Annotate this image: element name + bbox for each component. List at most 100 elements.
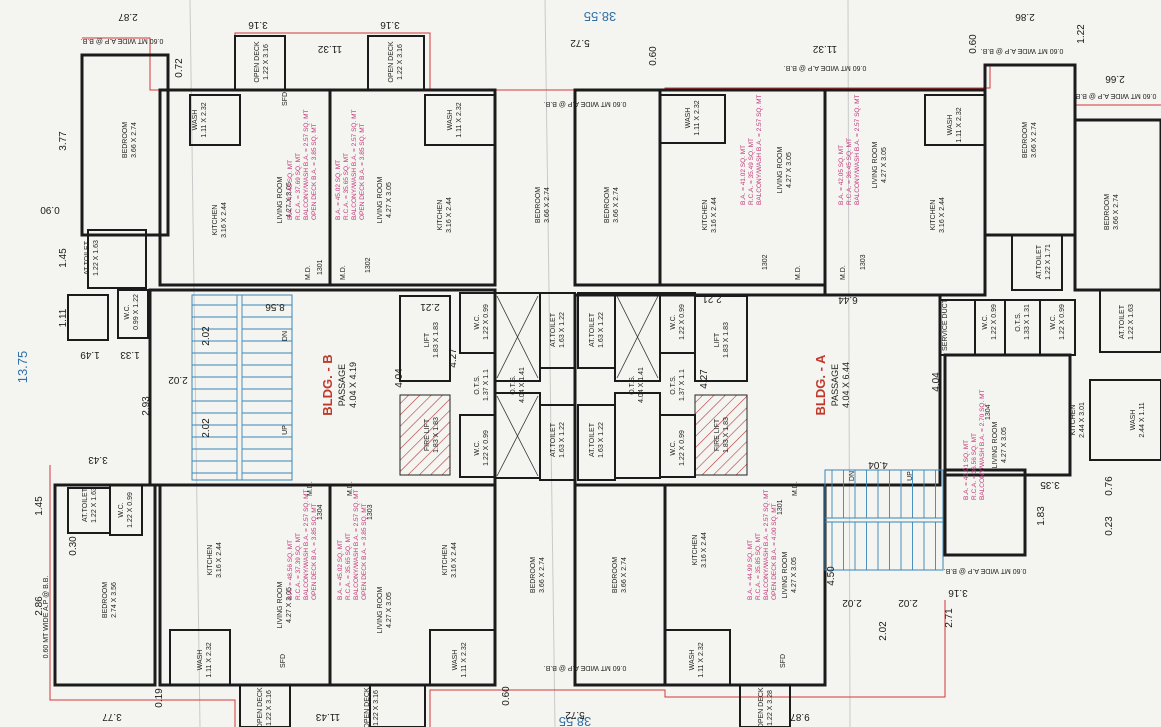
svg-text:1.22 X 3.16: 1.22 X 3.16 xyxy=(266,690,273,726)
svg-text:0.60 MT WIDE A.P @ B.B.: 0.60 MT WIDE A.P @ B.B. xyxy=(544,664,627,671)
svg-text:1304: 1304 xyxy=(985,404,992,420)
svg-text:R.C.A. = 35.85 SQ. MT: R.C.A. = 35.85 SQ. MT xyxy=(755,533,762,600)
svg-text:0.19: 0.19 xyxy=(154,688,165,708)
svg-text:WASH: WASH xyxy=(685,108,692,129)
svg-text:LIVING ROOM: LIVING ROOM xyxy=(872,142,879,189)
svg-text:1.22 X 0.99: 1.22 X 0.99 xyxy=(991,304,998,340)
svg-text:4.27 X 3.05: 4.27 X 3.05 xyxy=(286,182,293,218)
svg-text:WASH: WASH xyxy=(447,110,454,131)
svg-text:KITCHEN: KITCHEN xyxy=(437,200,444,231)
overall-width-bottom: 38.55 xyxy=(559,714,592,727)
svg-text:W.C.: W.C. xyxy=(474,440,481,455)
svg-text:2.21: 2.21 xyxy=(702,293,722,304)
svg-text:B.A. = 42.91 SQ. MT: B.A. = 42.91 SQ. MT xyxy=(963,440,970,500)
svg-text:WASH: WASH xyxy=(947,115,954,136)
svg-text:0.60: 0.60 xyxy=(501,686,512,706)
svg-text:0.60 MT WIDE A.P @ B.B.: 0.60 MT WIDE A.P @ B.B. xyxy=(981,47,1064,54)
svg-text:KITCHEN: KITCHEN xyxy=(212,205,219,236)
svg-text:BALCONY/WASH B.A. = 2.57 SQ. M: BALCONY/WASH B.A. = 2.57 SQ. MT xyxy=(303,109,310,220)
svg-text:M.D.: M.D. xyxy=(840,265,847,280)
svg-text:BEDROOM: BEDROOM xyxy=(604,187,611,223)
svg-text:4.04 X 6.44: 4.04 X 6.44 xyxy=(841,362,851,408)
svg-text:3.66 X 2.74: 3.66 X 2.74 xyxy=(613,187,620,223)
svg-text:AT.TOILET: AT.TOILET xyxy=(84,240,91,275)
svg-text:3.16: 3.16 xyxy=(948,587,968,598)
svg-text:R.C.A. = 35.49 SQ. MT: R.C.A. = 35.49 SQ. MT xyxy=(748,138,755,205)
svg-text:R.C.A. = 35.65 SQ. MT: R.C.A. = 35.65 SQ. MT xyxy=(343,153,350,220)
svg-text:1.83 X 1.83: 1.83 X 1.83 xyxy=(723,417,730,453)
svg-text:11.43: 11.43 xyxy=(315,711,340,722)
svg-text:4.27 X 3.05: 4.27 X 3.05 xyxy=(386,592,393,628)
svg-text:W.C.: W.C. xyxy=(124,304,131,319)
svg-text:3.16 X 2.44: 3.16 X 2.44 xyxy=(216,542,223,578)
svg-text:W.C.: W.C. xyxy=(118,502,125,517)
svg-text:1304: 1304 xyxy=(317,504,324,520)
svg-text:4.04 X 4.19: 4.04 X 4.19 xyxy=(348,362,358,408)
svg-text:AT.TOILET: AT.TOILET xyxy=(82,487,89,522)
svg-text:O.T.S.: O.T.S. xyxy=(670,375,677,395)
svg-text:0.60 MT WIDE A.P @ B.B.: 0.60 MT WIDE A.P @ B.B. xyxy=(1074,92,1157,99)
svg-text:1.22 X 0.99: 1.22 X 0.99 xyxy=(1059,304,1066,340)
svg-text:3.16 X 2.44: 3.16 X 2.44 xyxy=(221,202,228,238)
svg-text:2.86: 2.86 xyxy=(1015,11,1035,22)
svg-text:BEDROOM: BEDROOM xyxy=(535,187,542,223)
svg-text:1.11 X 2.32: 1.11 X 2.32 xyxy=(206,642,213,677)
svg-text:AT.TOILET: AT.TOILET xyxy=(589,312,596,347)
svg-text:1.11 X 2.32: 1.11 X 2.32 xyxy=(456,102,463,137)
svg-text:1.83 X 1.83: 1.83 X 1.83 xyxy=(433,322,440,358)
svg-text:8.56: 8.56 xyxy=(265,301,285,312)
svg-text:B.A. = 42.05 SQ. MT: B.A. = 42.05 SQ. MT xyxy=(838,145,845,205)
svg-text:1.45: 1.45 xyxy=(58,248,69,268)
svg-text:B.A. = 41.02 SQ. MT: B.A. = 41.02 SQ. MT xyxy=(740,145,747,205)
svg-text:AT.TOILET: AT.TOILET xyxy=(550,422,557,457)
svg-text:1.22 X 0.99: 1.22 X 0.99 xyxy=(127,492,134,528)
svg-text:2.87: 2.87 xyxy=(118,11,138,22)
svg-text:2.02: 2.02 xyxy=(168,374,188,385)
svg-text:0.60 MT WIDE A.P @ B.B.: 0.60 MT WIDE A.P @ B.B. xyxy=(544,100,627,107)
svg-text:3.77: 3.77 xyxy=(102,711,122,722)
svg-text:4.27 X 3.05: 4.27 X 3.05 xyxy=(1001,427,1008,463)
svg-text:1.22 X 1.63: 1.22 X 1.63 xyxy=(91,487,98,523)
svg-text:PASSAGE: PASSAGE xyxy=(337,364,347,406)
svg-text:BEDROOM: BEDROOM xyxy=(122,122,129,158)
svg-text:0.23: 0.23 xyxy=(1104,516,1115,536)
svg-text:0.60 MT WIDE A.P @ B.B.: 0.60 MT WIDE A.P @ B.B. xyxy=(944,567,1027,574)
svg-text:4.04 X 1.41: 4.04 X 1.41 xyxy=(519,367,526,403)
building-a-walls xyxy=(573,63,1161,727)
bldg-b-label: BLDG. - B PASSAGE 4.04 X 4.19 xyxy=(320,354,358,415)
svg-text:2.93: 2.93 xyxy=(141,396,152,416)
svg-text:LIFT: LIFT xyxy=(424,332,431,347)
svg-text:1.22 X 1.63: 1.22 X 1.63 xyxy=(93,240,100,276)
svg-text:OPEN DECK: OPEN DECK xyxy=(257,687,264,727)
svg-text:BEDROOM: BEDROOM xyxy=(530,557,537,593)
svg-text:AT.TOILET: AT.TOILET xyxy=(550,312,557,347)
svg-text:BEDROOM: BEDROOM xyxy=(1022,122,1029,158)
svg-text:KITCHEN: KITCHEN xyxy=(442,545,449,576)
svg-text:R.C.A. = 36.56 SQ. MT: R.C.A. = 36.56 SQ. MT xyxy=(971,433,978,500)
svg-text:0.99 X 1.22: 0.99 X 1.22 xyxy=(133,294,140,330)
svg-text:2.02: 2.02 xyxy=(201,418,212,438)
svg-text:0.72: 0.72 xyxy=(174,58,185,78)
svg-text:1301: 1301 xyxy=(777,499,784,515)
svg-text:2.02: 2.02 xyxy=(842,597,862,608)
svg-text:M.D.: M.D. xyxy=(340,265,347,280)
svg-text:1.83: 1.83 xyxy=(1036,506,1047,526)
svg-text:O.T.S.: O.T.S. xyxy=(510,375,517,395)
svg-text:3.66 X 2.74: 3.66 X 2.74 xyxy=(131,122,138,158)
building-labels: BLDG. - B PASSAGE 4.04 X 4.19 BLDG. - A … xyxy=(320,354,851,416)
svg-text:1.49: 1.49 xyxy=(80,349,100,360)
svg-text:5.72: 5.72 xyxy=(565,709,585,720)
svg-text:B.A. = 48.56 SQ. MT: B.A. = 48.56 SQ. MT xyxy=(287,540,294,600)
svg-text:3.66 X 2.74: 3.66 X 2.74 xyxy=(544,187,551,223)
svg-text:BALCONY/WASH B.A. = 2.57 SQ. M: BALCONY/WASH B.A. = 2.57 SQ. MT xyxy=(351,109,358,220)
svg-text:1.22 X 0.99: 1.22 X 0.99 xyxy=(679,304,686,340)
svg-text:BEDROOM: BEDROOM xyxy=(1104,194,1111,230)
svg-text:0.90: 0.90 xyxy=(40,204,60,215)
svg-text:0.76: 0.76 xyxy=(1104,476,1115,496)
svg-text:1.83 X 1.83: 1.83 X 1.83 xyxy=(433,417,440,453)
svg-text:1.63 X 1.22: 1.63 X 1.22 xyxy=(559,422,566,458)
svg-text:2.02: 2.02 xyxy=(201,326,212,346)
svg-text:4.04 X 1.41: 4.04 X 1.41 xyxy=(638,367,645,403)
svg-text:1.22 X 3.16: 1.22 X 3.16 xyxy=(263,44,270,80)
svg-text:3.77: 3.77 xyxy=(58,131,69,151)
